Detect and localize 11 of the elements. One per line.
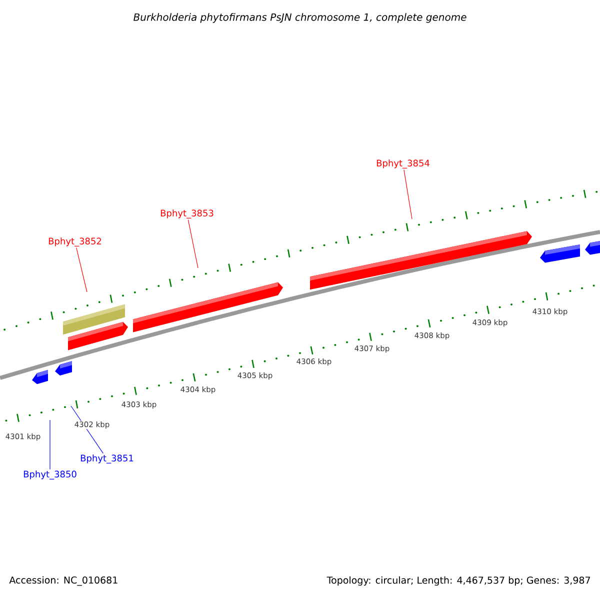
gene-label: Bphyt_3851 (80, 454, 134, 464)
gene-label: Bphyt_3853 (160, 210, 214, 218)
accession-text: Accession: NC_010681 (9, 576, 118, 586)
gene-label: Bphyt_3854 (376, 160, 430, 168)
gene-label: Bphyt_3852 (48, 238, 102, 246)
leader-line (76, 247, 88, 292)
title: Burkholderia phytofirmans PsJN chromosome 1, complete genome (134, 13, 466, 23)
genome-info-text: Topology: circular; Length: 4,467,537 bp; Genes: 3,987 (326, 576, 590, 586)
leader-line (188, 219, 198, 268)
leader-line (404, 169, 412, 220)
gene-label: Bphyt_3850 (24, 470, 76, 480)
